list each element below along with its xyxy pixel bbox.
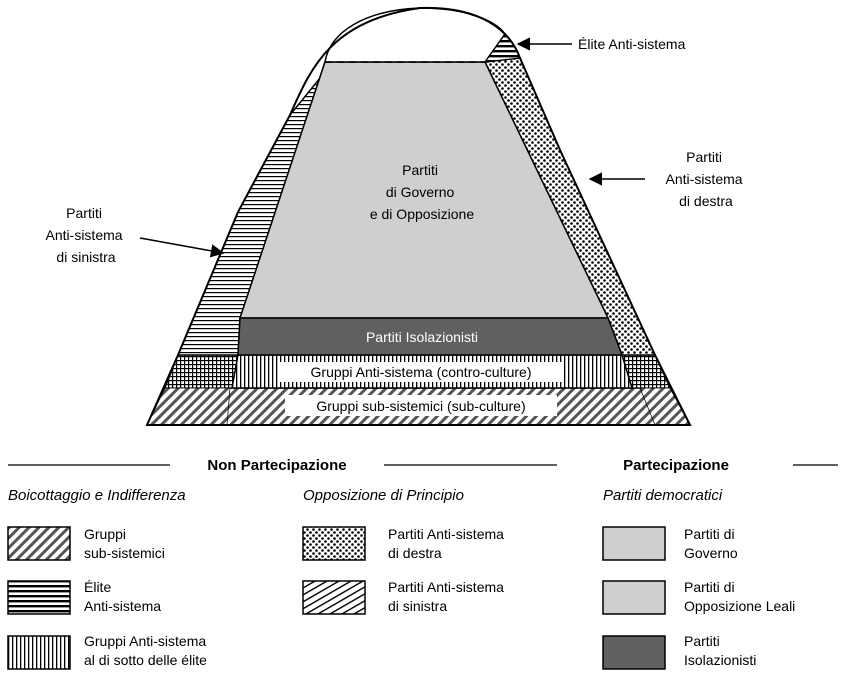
center-label: Partiti di Governo e di Opposizione [370,162,475,222]
label-elite: Élite Anti-sistema [578,36,686,52]
legend-label-destra: Partiti Anti-sistema di destra [388,526,508,561]
legend-label-subsistemici: Gruppi sub-sistemici [84,526,165,561]
label-destra: Partiti Anti-sistema di destra [666,149,747,209]
legend-swatch-isolazionisti [602,635,666,670]
legend-swatch-antisistema-gruppi [7,635,71,670]
legend-swatch-opposizione [602,580,666,615]
legend-swatch-destra [302,526,366,561]
legend-heading-part: Partecipazione [623,457,729,474]
band-subculture-label-bg [285,395,557,416]
label-sinistra: Partiti Anti-sistema di sinistra [46,205,127,265]
legend-label-elite: Élite Anti-sistema [84,579,161,614]
legend-swatch-subsistemici [7,526,71,561]
legend-label-antisistema-gruppi: Gruppi Anti-sistema al di sotto delle él… [84,633,210,668]
legend-swatch-sinistra [302,580,366,615]
legend-col1-title: Boicottaggio e Indifferenza [8,487,186,504]
legend-label-governo: Partiti di Governo [684,526,738,561]
pyramid-outline [145,6,692,426]
legend-heading-non: Non Partecipazione [207,457,346,474]
legend-label-opposizione: Partiti di Opposizione Leali [684,579,795,614]
arrow-sinistra [139,237,225,258]
legend-col2-title: Opposizione di Principio [303,487,464,504]
band-isolazionisti [237,317,624,356]
base-corner-left [146,387,231,426]
band-subculture-label: Gruppi sub-sistemici (sub-culture) [316,398,525,414]
legend-label-isolazionisti: Partiti Isolazionisti [684,633,756,668]
legend-label-sinistra: Partiti Anti-sistema di sinistra [388,579,508,614]
legend-swatch-governo [602,526,666,561]
legend-col3-title: Partiti democratici [603,487,723,504]
band-controculture-label: Gruppi Anti-sistema (contro-culture) [311,364,532,380]
band-controculture-label-bg [278,362,564,382]
band-isolazionisti-label: Partiti Isolazionisti [366,329,478,345]
legend-swatch-elite [7,580,71,615]
